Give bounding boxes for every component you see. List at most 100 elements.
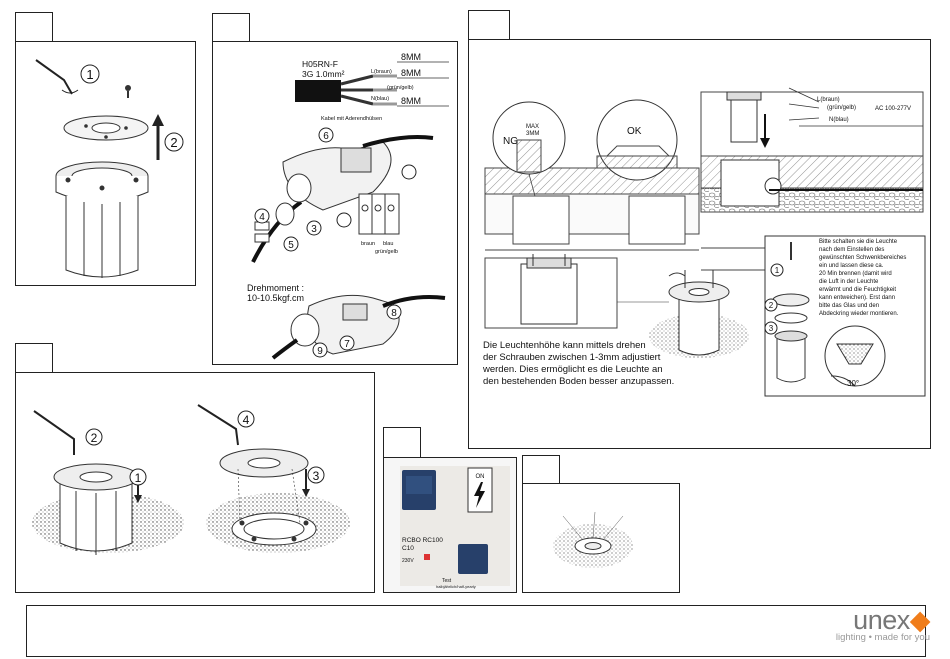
step-marker-7 [339,335,355,351]
step-number: 1 [775,266,780,275]
step-tab-1 [15,12,53,42]
wiring-callout [788,87,923,127]
logo-wordmark: unex◆ [836,605,930,636]
step-number: 1 [135,471,142,485]
lightning-icon [474,482,485,508]
step-marker-3 [307,466,325,484]
step-marker-5 [283,236,299,252]
ng-label: NG [503,136,518,147]
cover-refit [197,404,350,553]
step-marker-1 [770,263,784,277]
step-marker-9 [312,342,328,358]
terminal-block [358,193,400,235]
note-line: 20 Min brennen (damit wird [819,271,892,277]
heat-note: Bitte schalten sie die Leuchte nach dem … [819,238,927,318]
wire-label-pe: (grün/gelb) [387,85,414,91]
fixture-installed [32,410,184,555]
note-line: die Luft in der Leuchte [819,279,879,285]
breaker-voltage: 230V [402,558,414,564]
note-line: werden. Dies ermöglicht es die Leuchte a… [483,364,663,375]
ok-label: OK [627,126,642,137]
strip-length: 8MM [401,68,421,78]
on-label: ON [476,474,485,480]
connector-assembly-open [251,135,434,263]
strip-length: 8MM [401,96,421,106]
voltage-label: AC 100-277V [875,106,911,112]
wire-label-n: N(blau) [829,117,849,123]
lift-arrow-icon [152,114,164,160]
fixture-in-gravel [649,270,749,358]
allen-key-icon [197,404,239,446]
max-label: MAX [526,124,539,130]
breaker-toggle-lower [458,544,488,574]
note-line: bitte das Glas und den [819,303,880,309]
ground-section-left [484,167,700,251]
step-marker-2 [85,428,103,446]
pit-section [484,254,618,329]
step-marker-2 [164,132,184,152]
step-tab-5 [383,427,421,458]
terminal-label: grün/gelb [375,249,398,255]
note-line: Abdeckring wieder montieren. [819,311,899,317]
note-line: Bitte schalten sie die Leuchte [819,239,898,245]
step-marker-2 [764,298,778,312]
panel-step-5: ON RCBO RC100 C10 230V Test halbjährlich… [383,457,517,593]
step-marker-4 [237,410,255,428]
wire-label-n: N(blau) [371,96,389,102]
note-line: der Schrauben zwischen 1-3mm adjustiert [483,352,661,363]
panel-step-6 [522,483,680,593]
note-line: gewünschten Schwenkbereiches [819,255,907,261]
step-marker-6 [318,127,334,143]
cable-strip-diagram [295,61,449,107]
connector-assembly-closed [271,294,446,360]
allen-key-icon [35,59,79,95]
step-number: 3 [769,324,774,333]
cable-spec: 3G 1.0mm² [302,69,345,79]
step-marker-4 [254,208,270,224]
panel-step-2: H05RN-F 3G 1.0mm² 8MM 8MM 8MM L(braun) (… [212,41,458,365]
cable-type: H05RN-F [302,59,338,69]
step-number: 8 [391,308,397,319]
step-number: 4 [243,413,250,427]
step-marker-2 [336,212,352,228]
step-number: 2 [170,135,177,150]
terminal-label: braun [361,241,375,247]
instruction-inset [764,235,926,397]
step-number: 3 [311,224,317,235]
finished-fixture [553,511,633,568]
cover-ring [63,115,149,141]
screw-icon [125,85,131,98]
step-number: 1 [86,67,93,82]
test-sub-label: halbjährlich/half-yearly [436,584,476,589]
step-number: 7 [344,339,350,350]
wire-label-l: L(braun) [371,69,392,75]
step-marker-3 [306,220,322,236]
step-tab-2 [212,13,250,42]
strip-length: 8MM [401,52,421,62]
step-marker-1 [80,64,100,84]
note-line: erwärmt und die Feuchtigkeit [819,287,897,293]
step-marker-1 [129,468,147,486]
step-marker-3 [764,321,778,335]
indicator-light [424,554,430,560]
brand-logo: unex◆ lighting • made for you [836,605,931,643]
step-number: 2 [769,301,774,310]
breaker-model: RCBO RC100 [402,537,443,544]
panel-step-1: 1 2 [15,41,196,286]
note-line: ein und lassen diese ca. [819,263,884,269]
footer-bar [26,605,926,657]
panel-step-3: NG MAX 3MM OK L(braun) (grün/ge [468,39,931,449]
test-label: Test [442,578,452,584]
logo-mark-icon: ◆ [909,605,931,635]
cable-caption: Kabel mit Aderendhülsen [321,116,382,122]
logo-text: unex [853,605,910,635]
step-number: 9 [317,346,323,357]
fixture-body [55,161,149,278]
note-line: Die Leuchtenhöhe kann mittels drehen [483,340,646,351]
torque-label: Drehmoment : [247,283,304,293]
wire-label-l: L(braun) [817,97,840,103]
step-number: 6 [323,131,329,142]
max-value: 3MM [526,131,539,137]
step-marker-1 [401,164,417,180]
terminal-label: blau [383,241,393,247]
